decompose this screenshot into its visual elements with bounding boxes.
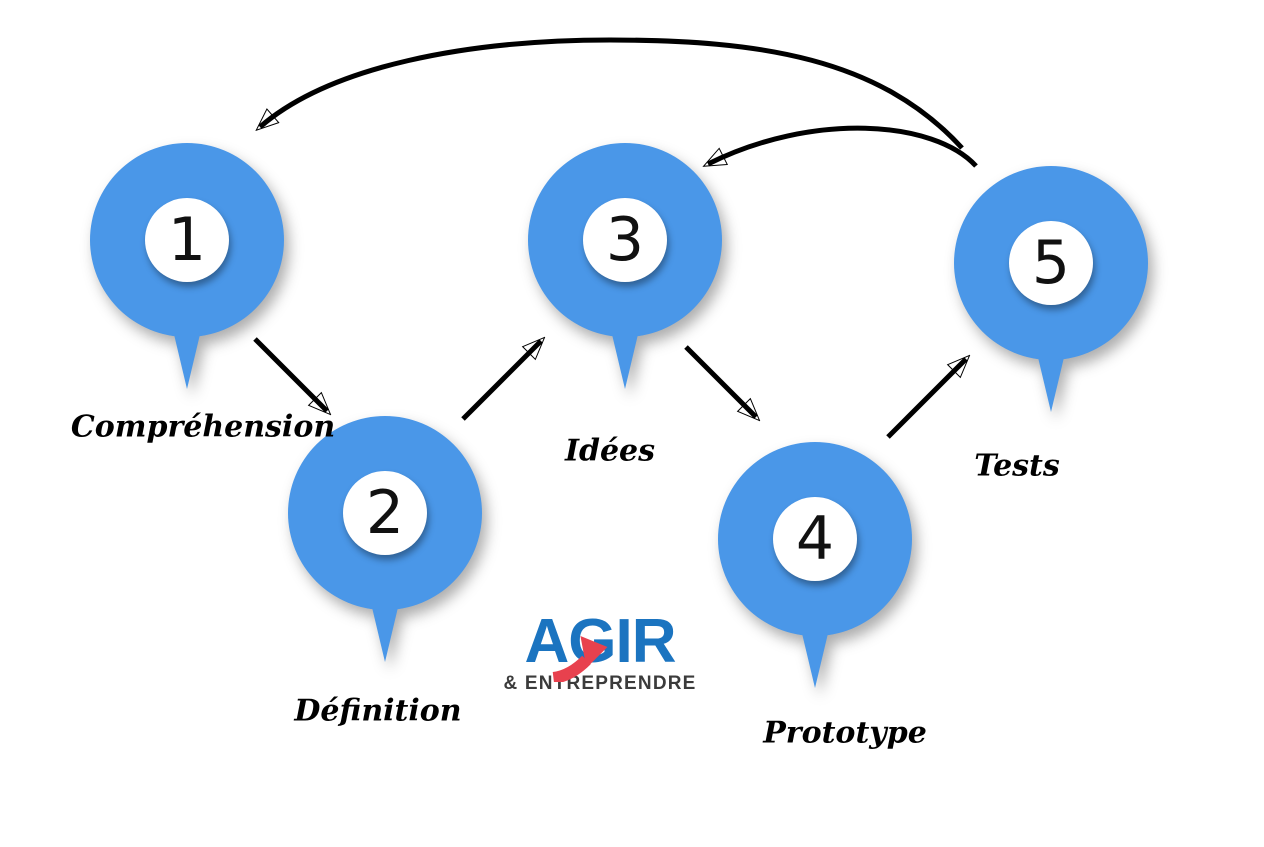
step-label-definition: Définition <box>294 693 462 729</box>
pin-tail <box>1036 352 1066 412</box>
logo-wordmark: AGIR <box>524 611 676 682</box>
pin-tail <box>800 628 830 688</box>
pin-circle: 2 <box>288 416 482 610</box>
step-number-badge: 3 <box>583 198 667 282</box>
return-arrow-step5-to-step3 <box>708 125 978 168</box>
arrow-step4-to-step5 <box>886 359 966 439</box>
map-pin-step-5: 5 <box>954 166 1148 412</box>
arrow-step3-to-step4 <box>684 345 756 417</box>
arrow-step1-to-step2 <box>253 337 327 411</box>
return-arrow-step5-to-step1 <box>260 37 964 150</box>
map-pin-step-1: 1 <box>90 143 284 389</box>
pin-circle: 5 <box>954 166 1148 360</box>
step-number-badge: 2 <box>343 471 427 555</box>
pin-circle: 1 <box>90 143 284 337</box>
pin-circle: 4 <box>718 442 912 636</box>
step-label-comprehension: Compréhension <box>70 409 336 445</box>
logo-red-arrow-icon <box>552 635 607 682</box>
arrow-step2-to-step3 <box>461 341 541 421</box>
step-label-tests: Tests <box>974 448 1060 484</box>
agir-entreprendre-logo: AGIR & ENTREPRENDRE <box>503 611 697 695</box>
logo-subtitle: & ENTREPRENDRE <box>503 672 697 694</box>
logo-text: AGIR <box>524 607 676 676</box>
step-number-badge: 1 <box>145 198 229 282</box>
pin-tail <box>370 602 400 662</box>
pin-circle: 3 <box>528 143 722 337</box>
map-pin-step-2: 2 <box>288 416 482 662</box>
step-number-badge: 5 <box>1009 221 1093 305</box>
step-number-badge: 4 <box>773 497 857 581</box>
step-label-prototype: Prototype <box>763 715 927 751</box>
map-pin-step-4: 4 <box>718 442 912 688</box>
pin-tail <box>172 329 202 389</box>
step-label-idees: Idées <box>564 433 656 469</box>
pin-tail <box>610 329 640 389</box>
map-pin-step-3: 3 <box>528 143 722 389</box>
